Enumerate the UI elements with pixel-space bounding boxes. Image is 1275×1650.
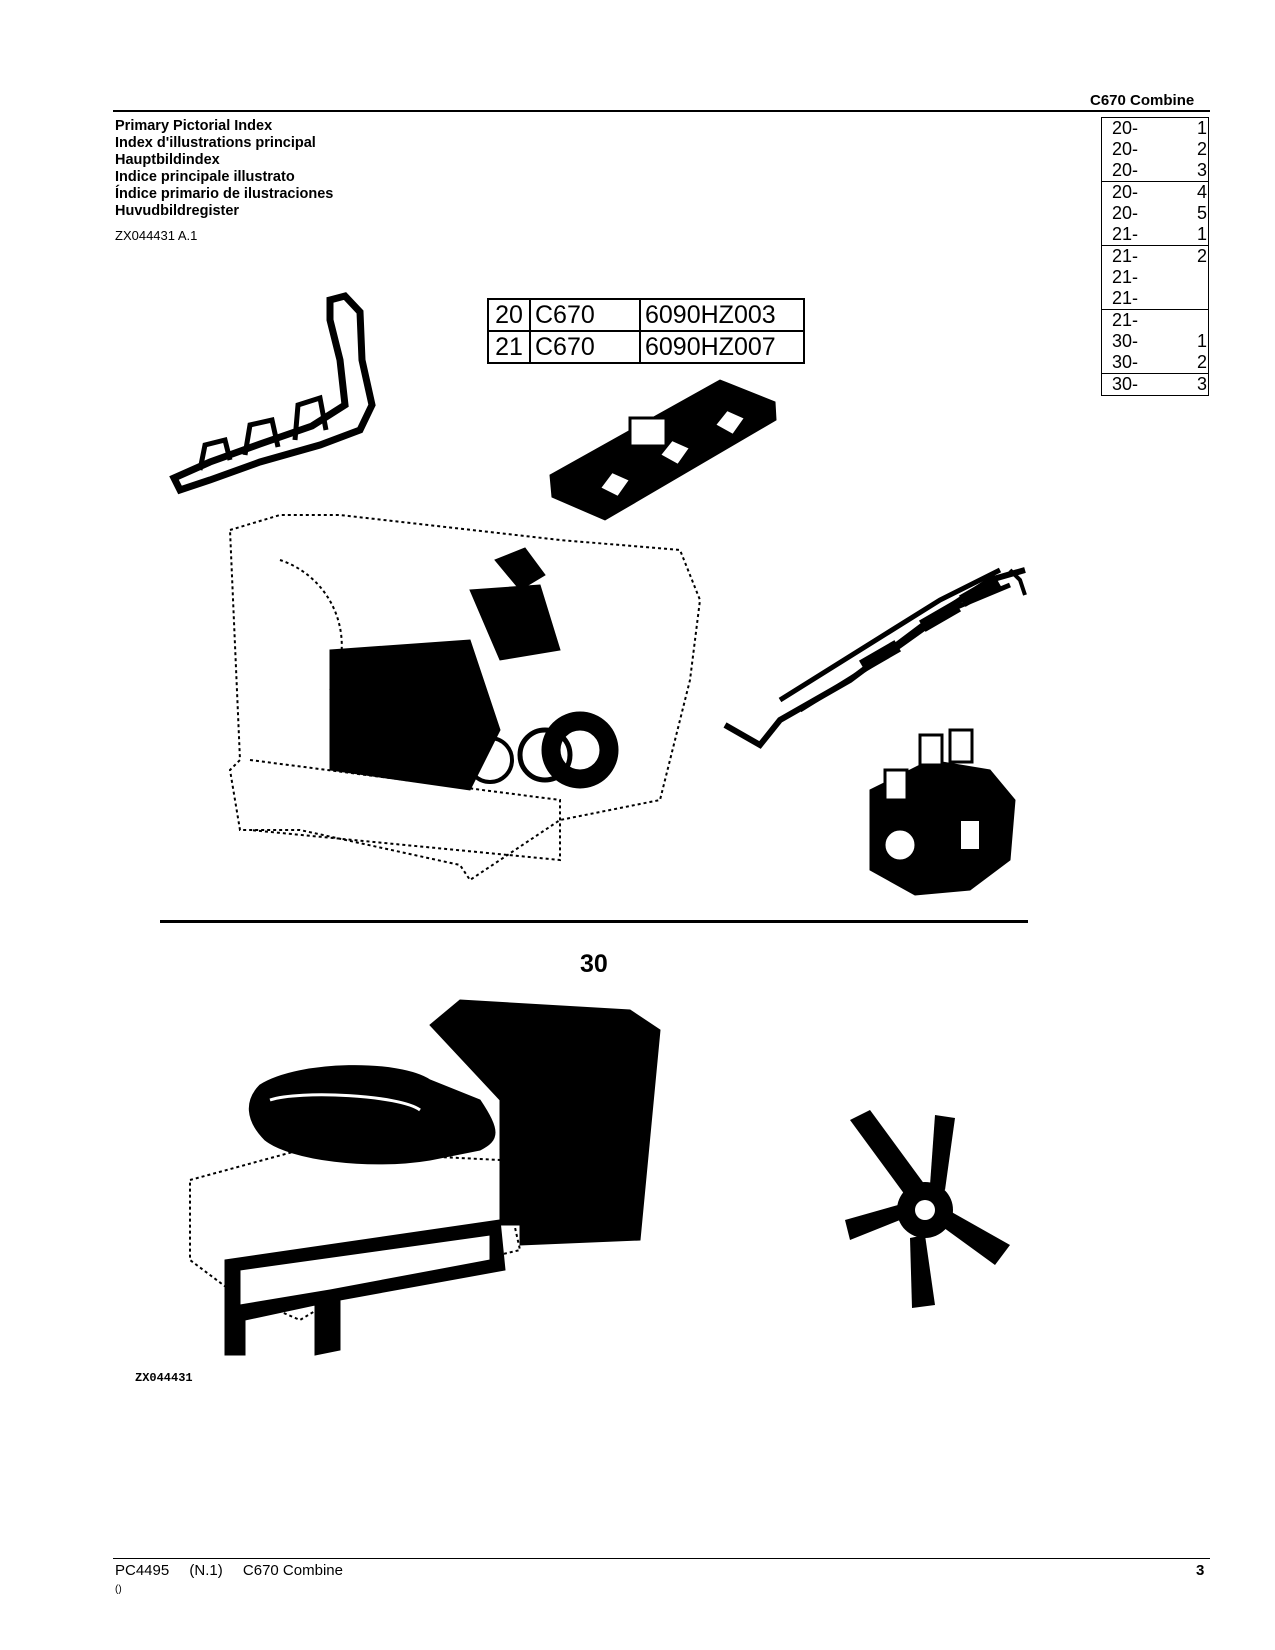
fuel-lines-illustration [723,567,1027,749]
index-row[interactable]: 30- 2 [1102,352,1209,373]
title-fr: Index d'illustrations principal [115,135,316,151]
model-row: 20 C670 6090HZ003 [487,298,805,332]
exhaust-manifold-illustration [169,292,376,495]
index-row[interactable]: 20- 3 [1102,160,1209,181]
index-group-label: 20- [1112,203,1139,223]
index-row[interactable]: 21- [1102,267,1209,288]
model-group-cell: 20 [487,298,531,332]
intake-manifold-illustration [549,379,777,521]
index-page: 3 [1196,160,1209,181]
index-page: 3 [1196,374,1209,395]
title-es: Índice primario de ilustraciones [115,186,334,202]
engine-code-cell: 6090HZ003 [639,298,805,332]
index-page [1199,288,1209,309]
section-divider [160,920,1028,923]
index-row[interactable]: 20- 1 [1102,118,1209,139]
index-page: 4 [1196,182,1209,203]
footer-doc-number: PC4495 [115,1562,170,1579]
title-de: Hauptbildindex [115,152,220,168]
index-group-label: 30- [1112,331,1139,351]
index-group: 30- 3 [1101,373,1209,396]
footer: PC4495 (N.1) C670 Combine [115,1562,359,1579]
index-group-label: 21- [1112,310,1139,330]
index-page: 1 [1196,331,1209,352]
index-page: 2 [1196,139,1209,160]
injection-pump-illustration [869,728,1016,896]
index-group-label: 21- [1112,267,1139,287]
engine-code-cell: 6090HZ007 [639,330,805,364]
index-group: 20- 1 20- 2 20- 3 [1101,117,1209,182]
index-page: 5 [1196,203,1209,224]
index-titles: Primary Pictorial Index Index d'illustra… [115,118,333,220]
index-row[interactable]: 30- 3 [1102,374,1209,395]
model-group-cell: 21 [487,330,531,364]
index-group-label: 30- [1112,374,1139,394]
page-index-table: 20- 1 20- 2 20- 3 20- 4 20- 5 21- 1 21- 2 21- 2… [1101,117,1209,396]
index-group-label: 20- [1112,139,1139,159]
fan-illustration [845,1110,1010,1308]
index-row[interactable]: 21- 2 [1102,246,1209,267]
footer-revision: (N.1) [189,1562,223,1579]
index-group-label: 20- [1112,160,1139,180]
index-group-label: 20- [1112,182,1139,202]
index-page: 2 [1196,246,1209,267]
footer-title: C670 Combine [242,1562,343,1579]
footer-note: () [115,1584,122,1595]
header-title: C670 Combine [1090,92,1195,109]
model-name-cell: C670 [529,298,641,332]
index-row[interactable]: 20- 2 [1102,139,1209,160]
engine-20-21-illustration [228,514,702,882]
index-page [1199,310,1209,331]
footer-rule [113,1558,1210,1559]
title-en: Primary Pictorial Index [115,118,273,134]
index-group-label: 21- [1112,224,1139,244]
index-row[interactable]: 21- [1102,310,1209,331]
index-group-label: 21- [1112,288,1139,308]
engine-30-illustration [189,999,661,1356]
model-name-cell: C670 [529,330,641,364]
index-page: 1 [1196,118,1209,139]
index-group: 20- 4 20- 5 21- 1 [1101,181,1209,246]
index-page: 1 [1196,224,1209,245]
title-sv: Huvudbildregister [115,203,240,219]
index-group-label: 30- [1112,352,1139,372]
model-row: 21 C670 6090HZ007 [487,330,805,364]
index-page [1199,267,1209,288]
index-row[interactable]: 30- 1 [1102,331,1209,352]
ref-code: ZX044431 A.1 [115,228,198,243]
index-row[interactable]: 21- [1102,288,1209,309]
model-table: 20 C670 6090HZ003 21 C670 6090HZ007 [487,298,805,364]
title-it: Indice principale illustrato [115,169,295,185]
index-group-label: 20- [1112,118,1139,138]
header-rule [113,110,1210,112]
index-page: 2 [1196,352,1209,373]
index-group-label: 21- [1112,246,1139,266]
index-row[interactable]: 20- 4 [1102,182,1209,203]
illustration-code: ZX044431 [135,1371,193,1385]
page-number: 3 [1196,1562,1205,1579]
group-label: 30 [580,950,608,978]
index-row[interactable]: 20- 5 [1102,203,1209,224]
index-group: 21- 30- 1 30- 2 [1101,309,1209,374]
index-row[interactable]: 21- 1 [1102,224,1209,245]
